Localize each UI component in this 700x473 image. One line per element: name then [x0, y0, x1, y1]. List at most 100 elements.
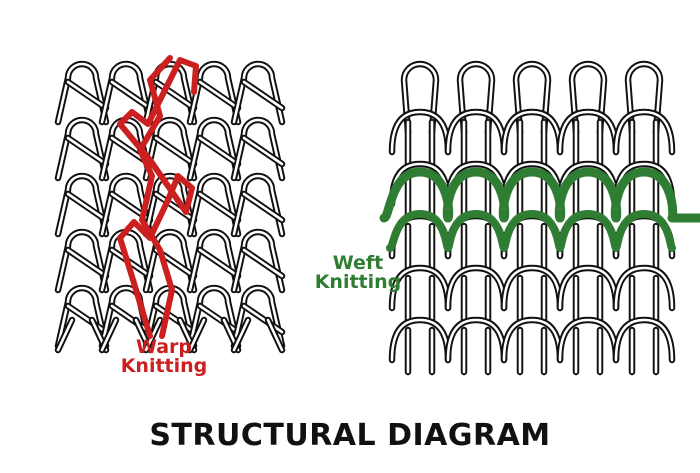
warp-loop-core: [232, 286, 284, 348]
weft-loop: [556, 316, 620, 364]
warp-loop: [98, 60, 154, 126]
weft-top-loop-core: [626, 62, 662, 134]
warp-underlap: [64, 302, 110, 336]
warp-red-yarn: [117, 57, 199, 339]
warp-red-yarn-second-leg: [137, 55, 175, 339]
warp-underlap-core: [154, 192, 196, 222]
warp-underlap: [152, 134, 198, 168]
warp-loop-core: [188, 62, 240, 124]
weft-top-loop-core: [570, 62, 606, 134]
weft-loop-outline: [388, 316, 452, 364]
warp-underlap: [196, 190, 242, 224]
warp-loop: [186, 284, 242, 350]
weft-top-loop: [568, 60, 608, 136]
weft-loop-outline: [500, 316, 564, 364]
weft-loop: [500, 264, 564, 312]
weft-top-loop: [400, 60, 440, 136]
weft-loop-core: [502, 110, 562, 154]
warp-underlap: [240, 246, 286, 280]
warp-loop: [230, 116, 286, 182]
weft-loop-outline: [500, 264, 564, 312]
warp-loop: [186, 60, 242, 126]
warp-loop-core: [232, 174, 284, 236]
warp-loop: [54, 172, 110, 238]
weft-loop: [556, 108, 620, 156]
weft-label-line-2: Knitting: [314, 271, 402, 293]
weft-loop-core: [446, 266, 506, 310]
warp-loop: [230, 228, 286, 294]
warp-loop-core: [56, 118, 108, 180]
weft-loop-outline: [556, 264, 620, 312]
weft-loop-outline: [612, 264, 676, 312]
warp-loop-core: [188, 118, 240, 180]
warp-loop-core: [56, 62, 108, 124]
warp-underlap: [152, 78, 198, 112]
weft-knit-highlighted-course: [379, 167, 700, 252]
weft-loop: [444, 264, 508, 312]
warp-loop: [98, 172, 154, 238]
warp-loop: [54, 60, 110, 126]
warp-loop-core: [188, 286, 240, 348]
warp-underlap: [196, 134, 242, 168]
warp-underlap: [64, 246, 110, 280]
warp-underlap-core: [110, 80, 152, 110]
warp-loop: [54, 284, 110, 350]
warp-underlap-core: [242, 136, 284, 166]
weft-loop: [612, 264, 676, 312]
warp-loop: [54, 116, 110, 182]
warp-loop-core: [56, 286, 108, 348]
diagram-title: STRUCTURAL DIAGRAM: [149, 418, 551, 453]
warp-loop-core: [56, 230, 108, 292]
warp-underlap: [240, 78, 286, 112]
weft-label-line-1: Weft: [332, 252, 384, 274]
warp-loop: [142, 116, 198, 182]
warp-label-line-2: Knitting: [120, 355, 208, 377]
warp-underlap-core: [154, 304, 196, 334]
weft-loop: [612, 316, 676, 364]
weft-loop-core: [558, 318, 618, 362]
warp-loop-core: [188, 230, 240, 292]
weft-loop-core: [558, 266, 618, 310]
weft-loop-core: [502, 266, 562, 310]
warp-underlap: [64, 78, 110, 112]
warp-underlap-core: [242, 192, 284, 222]
weft-top-loop-core: [402, 62, 438, 134]
weft-loop: [444, 316, 508, 364]
weft-loop-core: [390, 266, 450, 310]
warp-underlap-core: [110, 304, 152, 334]
warp-tail: [54, 316, 76, 354]
weft-loop: [500, 316, 564, 364]
weft-top-loop-core: [514, 62, 550, 134]
warp-loop: [54, 228, 110, 294]
warp-loop-core: [232, 230, 284, 292]
weft-loop-outline: [612, 316, 676, 364]
warp-underlap-core: [198, 136, 240, 166]
weft-loop-core: [614, 318, 674, 362]
weft-loop-outline: [556, 316, 620, 364]
warp-underlap-core: [242, 304, 284, 334]
warp-underlap: [108, 246, 154, 280]
weft-loop-outline: [444, 108, 508, 156]
warp-underlap-core: [110, 248, 152, 278]
weft-green-course: [379, 167, 700, 223]
weft-loop-outline: [612, 108, 676, 156]
warp-loop-core: [188, 174, 240, 236]
warp-knitting-label: Warp Knitting: [108, 338, 220, 376]
weft-loop-core: [558, 110, 618, 154]
warp-loop: [230, 284, 286, 350]
weft-loop: [388, 316, 452, 364]
warp-underlap: [108, 302, 154, 336]
warp-loop-core: [232, 62, 284, 124]
warp-tail: [98, 316, 120, 354]
warp-underlap-core: [154, 80, 196, 110]
warp-label-line-1: Warp: [135, 336, 193, 358]
warp-underlap: [196, 302, 242, 336]
warp-tail: [230, 316, 252, 354]
weft-loop: [388, 264, 452, 312]
warp-underlap: [240, 134, 286, 168]
warp-underlap: [196, 78, 242, 112]
weft-loop-core: [390, 318, 450, 362]
warp-underlap-core: [198, 304, 240, 334]
warp-loop: [186, 228, 242, 294]
